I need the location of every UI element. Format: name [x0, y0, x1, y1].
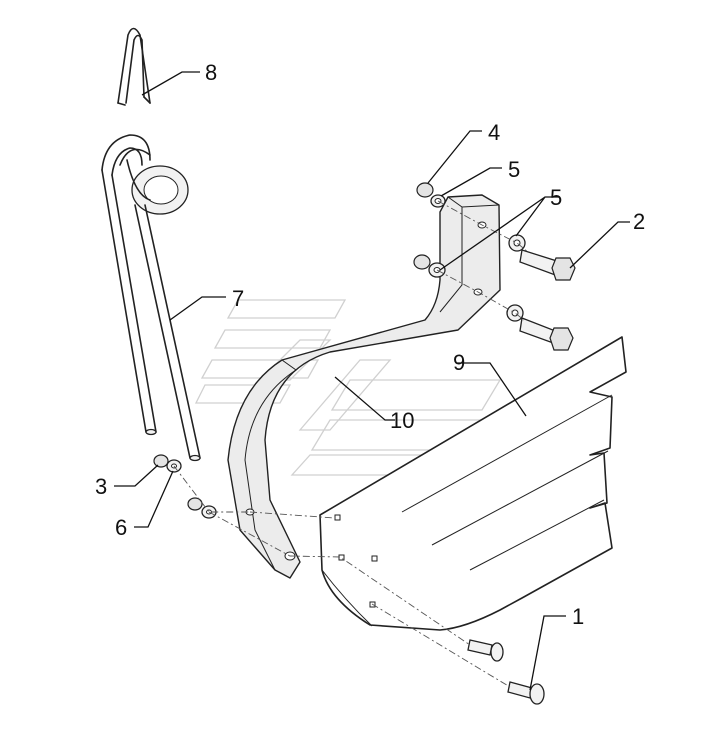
callout-2: 2 [633, 209, 645, 234]
callout-7: 7 [232, 286, 244, 311]
mounting-bracket-part [227, 194, 501, 579]
hardware-group [153, 182, 526, 519]
callout-4: 4 [488, 120, 500, 145]
callout-labels: 8 4 5 5 2 7 9 10 3 6 1 [95, 60, 645, 629]
spring-tine-part [101, 134, 201, 462]
callout-3: 3 [95, 474, 107, 499]
assembly-lines [173, 200, 529, 688]
callout-5-top: 5 [508, 157, 520, 182]
spring-clip-part [117, 27, 151, 106]
callout-6: 6 [115, 515, 127, 540]
callout-9: 9 [453, 350, 465, 375]
callout-8: 8 [205, 60, 217, 85]
hex-bolt-part [519, 249, 576, 351]
guard-plate-part [319, 336, 627, 631]
callout-10: 10 [390, 408, 414, 433]
leader-lines [114, 71, 630, 691]
carriage-bolt-part [467, 639, 545, 705]
callout-5-bracket: 5 [550, 185, 562, 210]
callout-1: 1 [572, 604, 584, 629]
